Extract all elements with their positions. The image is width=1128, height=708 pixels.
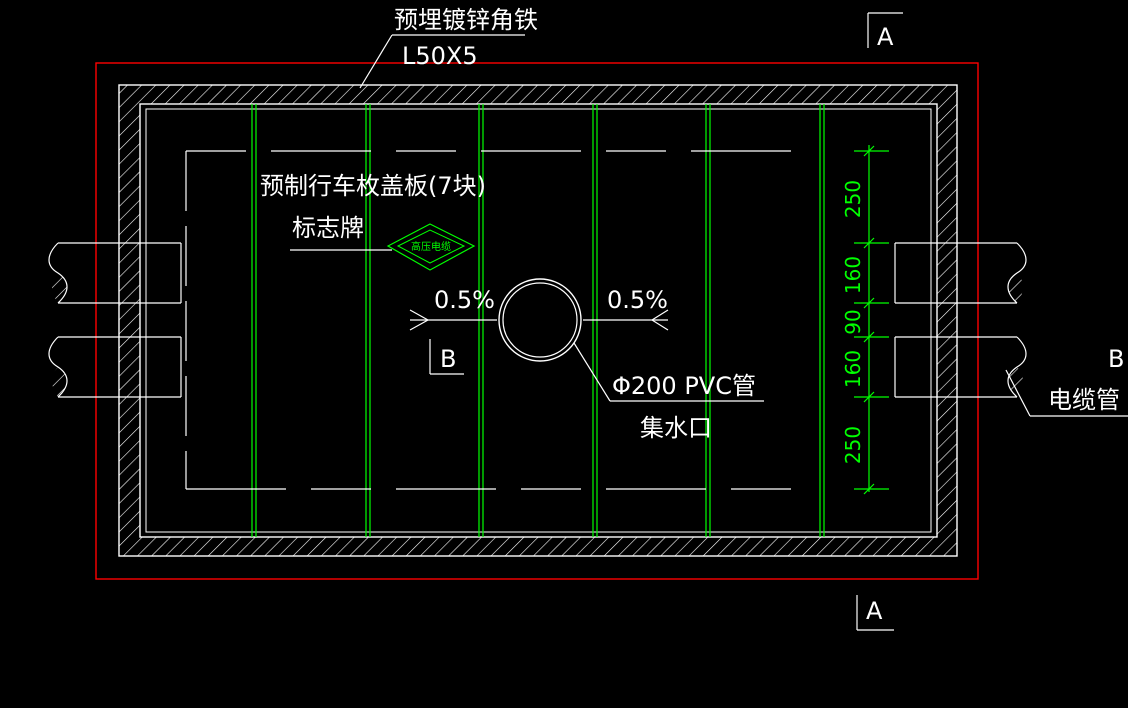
section-mark-a-bottom — [856, 595, 894, 631]
pit-wall-hatch — [119, 85, 957, 556]
pipe-desc-label: 集水口 — [640, 414, 712, 442]
left-cable-pipes — [48, 242, 182, 398]
slope-right-label: 0.5% — [607, 286, 668, 314]
pit-outer-outline — [95, 62, 979, 580]
slope-left-label: 0.5% — [434, 286, 495, 314]
section-a-top-label: A — [877, 23, 894, 51]
dimension-text: 250 — [841, 426, 865, 464]
pipe-spec-label: Φ200 PVC管 — [612, 372, 756, 400]
cover-plate-line — [251, 104, 257, 537]
cover-plate-label: 预制行车枚盖板(7块) — [260, 172, 486, 200]
right-pipe-break-hatch — [1008, 273, 1023, 303]
cover-plate-line — [705, 104, 711, 537]
right-pipe-break-hatch — [1008, 367, 1023, 397]
dimension-text: 160 — [841, 350, 865, 388]
section-mark-a-top — [867, 12, 903, 48]
dimension-text: 90 — [841, 309, 865, 334]
warning-sign-text: 高压电缆 — [411, 240, 451, 253]
pit-floor-hidden-outline — [185, 150, 812, 490]
dimension-chain: 250 160 90 160 250 — [841, 145, 889, 495]
dimension-text: 160 — [841, 256, 865, 294]
cover-plates — [251, 104, 825, 537]
angle-iron-frame — [145, 108, 932, 533]
section-mark-b-left — [429, 339, 464, 375]
pipe-leader — [573, 342, 764, 402]
cover-plate-line — [819, 104, 825, 537]
warning-sign: 高压电缆 — [386, 223, 476, 271]
section-b-left-label: B — [440, 345, 456, 373]
pit-wall-inner-edge — [139, 103, 938, 538]
slope-arrow-right — [583, 309, 669, 331]
slope-arrow-left — [409, 309, 497, 331]
section-a-bottom-label: A — [866, 597, 883, 625]
pit-wall-outer-edge — [118, 84, 958, 557]
section-b-right-label: B — [1108, 345, 1124, 373]
cable-pipe-leader — [1005, 369, 1031, 417]
drain-pipe — [498, 278, 582, 362]
cover-plate-line — [365, 104, 371, 537]
sign-label: 标志牌 — [292, 214, 364, 242]
left-pipe-break-hatch — [52, 367, 67, 397]
right-cable-pipes — [894, 242, 1027, 398]
dimension-text: 250 — [841, 180, 865, 218]
angle-iron-title: 预埋镀锌角铁 — [394, 6, 538, 34]
angle-iron-leader — [359, 34, 525, 89]
angle-iron-spec: L50X5 — [402, 42, 478, 70]
cable-pipe-label: 电缆管 — [1048, 386, 1120, 414]
left-pipe-break-hatch — [52, 273, 67, 303]
